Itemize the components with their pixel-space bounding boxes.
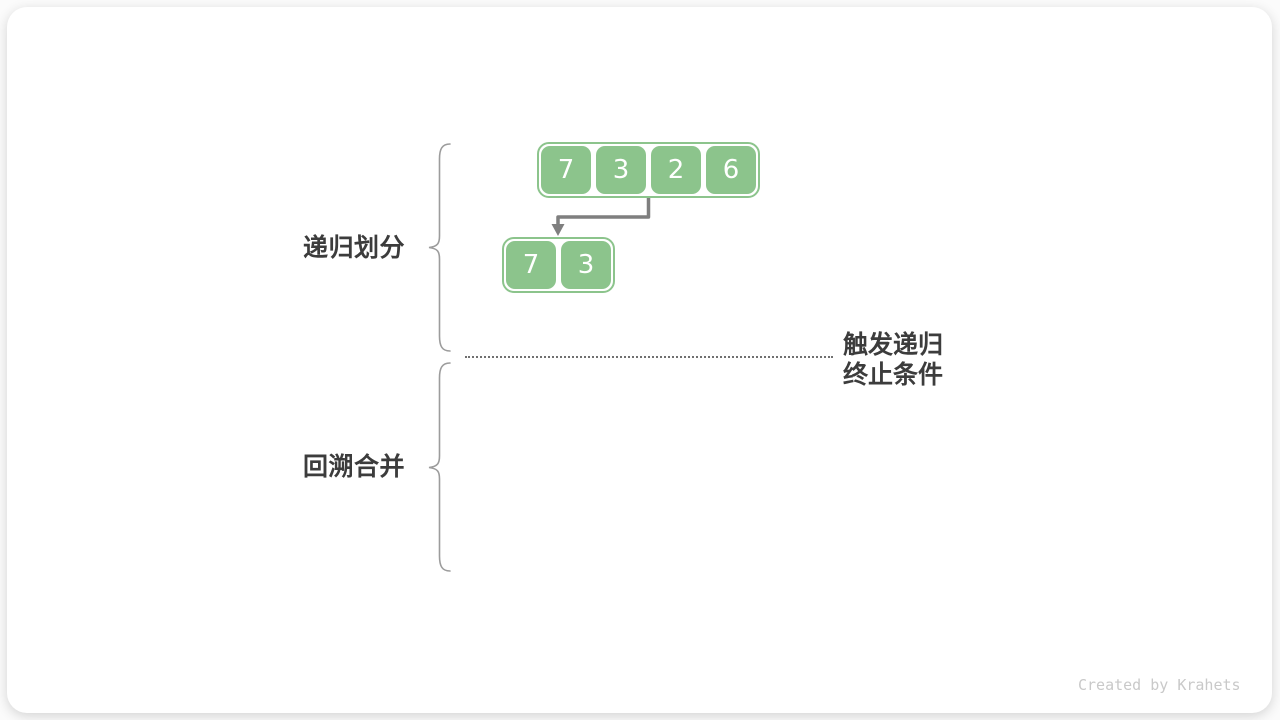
watermark-text: Created by Krahets xyxy=(1078,676,1241,694)
array-cell: 3 xyxy=(596,146,646,194)
array-level-2: 7 3 xyxy=(502,237,615,293)
annotation-line-1: 触发递归 xyxy=(843,331,944,359)
recursion-boundary-dotted-line xyxy=(465,356,833,358)
label-recursive-division: 递归划分 xyxy=(302,234,405,262)
annotation-termination-condition: 触发递归 终止条件 xyxy=(843,330,943,390)
array-cell: 6 xyxy=(706,146,756,194)
label-backtrack-merge: 回溯合并 xyxy=(302,453,405,481)
array-level-1: 7 3 2 6 xyxy=(537,142,760,198)
diagram-card xyxy=(7,7,1272,713)
annotation-line-2: 终止条件 xyxy=(843,361,944,389)
array-cell: 7 xyxy=(541,146,591,194)
array-cell: 3 xyxy=(561,241,611,289)
array-cell: 7 xyxy=(506,241,556,289)
array-cell: 2 xyxy=(651,146,701,194)
